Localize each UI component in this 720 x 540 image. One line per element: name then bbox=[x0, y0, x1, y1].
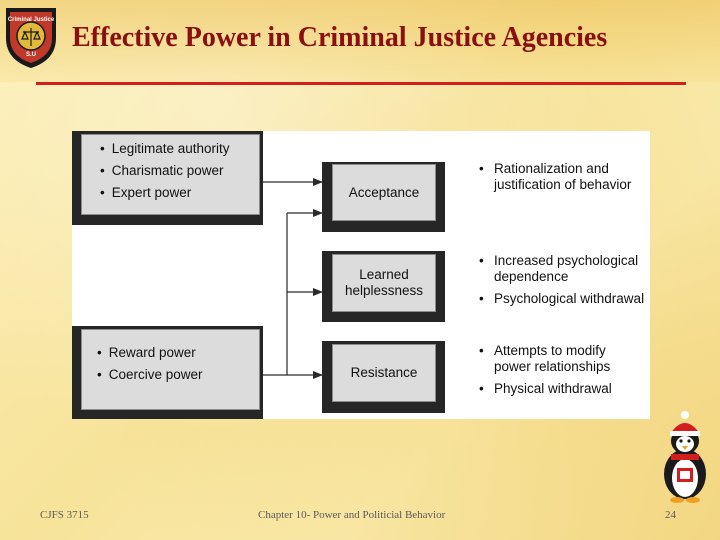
footer-course: CJFS 3715 bbox=[40, 509, 89, 521]
outcome-box-resistance bbox=[332, 344, 436, 402]
source-list-1: Legitimate authority Charismatic power E… bbox=[100, 138, 230, 204]
outcome-label-learned-helplessness: Learned helplessness bbox=[344, 267, 424, 298]
effect-item: Psychological withdrawal bbox=[479, 291, 644, 307]
effect-item: Physical withdrawal bbox=[479, 381, 612, 397]
effect-item: Increased psychological dependence bbox=[479, 253, 644, 285]
source-item: Reward power bbox=[97, 342, 203, 364]
source-list-2: Reward power Coercive power bbox=[97, 342, 203, 386]
outcome-box-learned-helplessness bbox=[332, 254, 436, 312]
outcome-label-resistance: Resistance bbox=[350, 365, 418, 380]
title-rule bbox=[36, 82, 686, 85]
outcome-box-acceptance bbox=[332, 164, 436, 221]
source-item: Expert power bbox=[100, 182, 230, 204]
footer-page-number: 24 bbox=[665, 509, 676, 521]
effect-item: Rationalization and justification of beh… bbox=[479, 161, 631, 193]
effects-resistance: Attempts to modify power relationships P… bbox=[479, 343, 612, 403]
effects-learned-helplessness: Increased psychological dependence Psych… bbox=[479, 253, 644, 313]
slide-title: Effective Power in Criminal Justice Agen… bbox=[72, 22, 608, 53]
effects-acceptance: Rationalization and justification of beh… bbox=[479, 161, 631, 199]
source-item: Legitimate authority bbox=[100, 138, 230, 160]
penguin-mascot-icon bbox=[664, 411, 706, 503]
logo-letters: S.U bbox=[26, 52, 36, 58]
effect-item: Attempts to modify power relationships bbox=[479, 343, 612, 375]
footer-chapter: Chapter 10- Power and Politicial Behavio… bbox=[258, 509, 446, 521]
logo-text: Criminal Justice bbox=[8, 17, 55, 23]
source-item: Charismatic power bbox=[100, 160, 230, 182]
outcome-label-acceptance: Acceptance bbox=[348, 184, 420, 200]
source-item: Coercive power bbox=[97, 364, 203, 386]
header-band bbox=[0, 0, 720, 82]
criminal-justice-logo: Criminal Justice S.U bbox=[6, 8, 56, 68]
